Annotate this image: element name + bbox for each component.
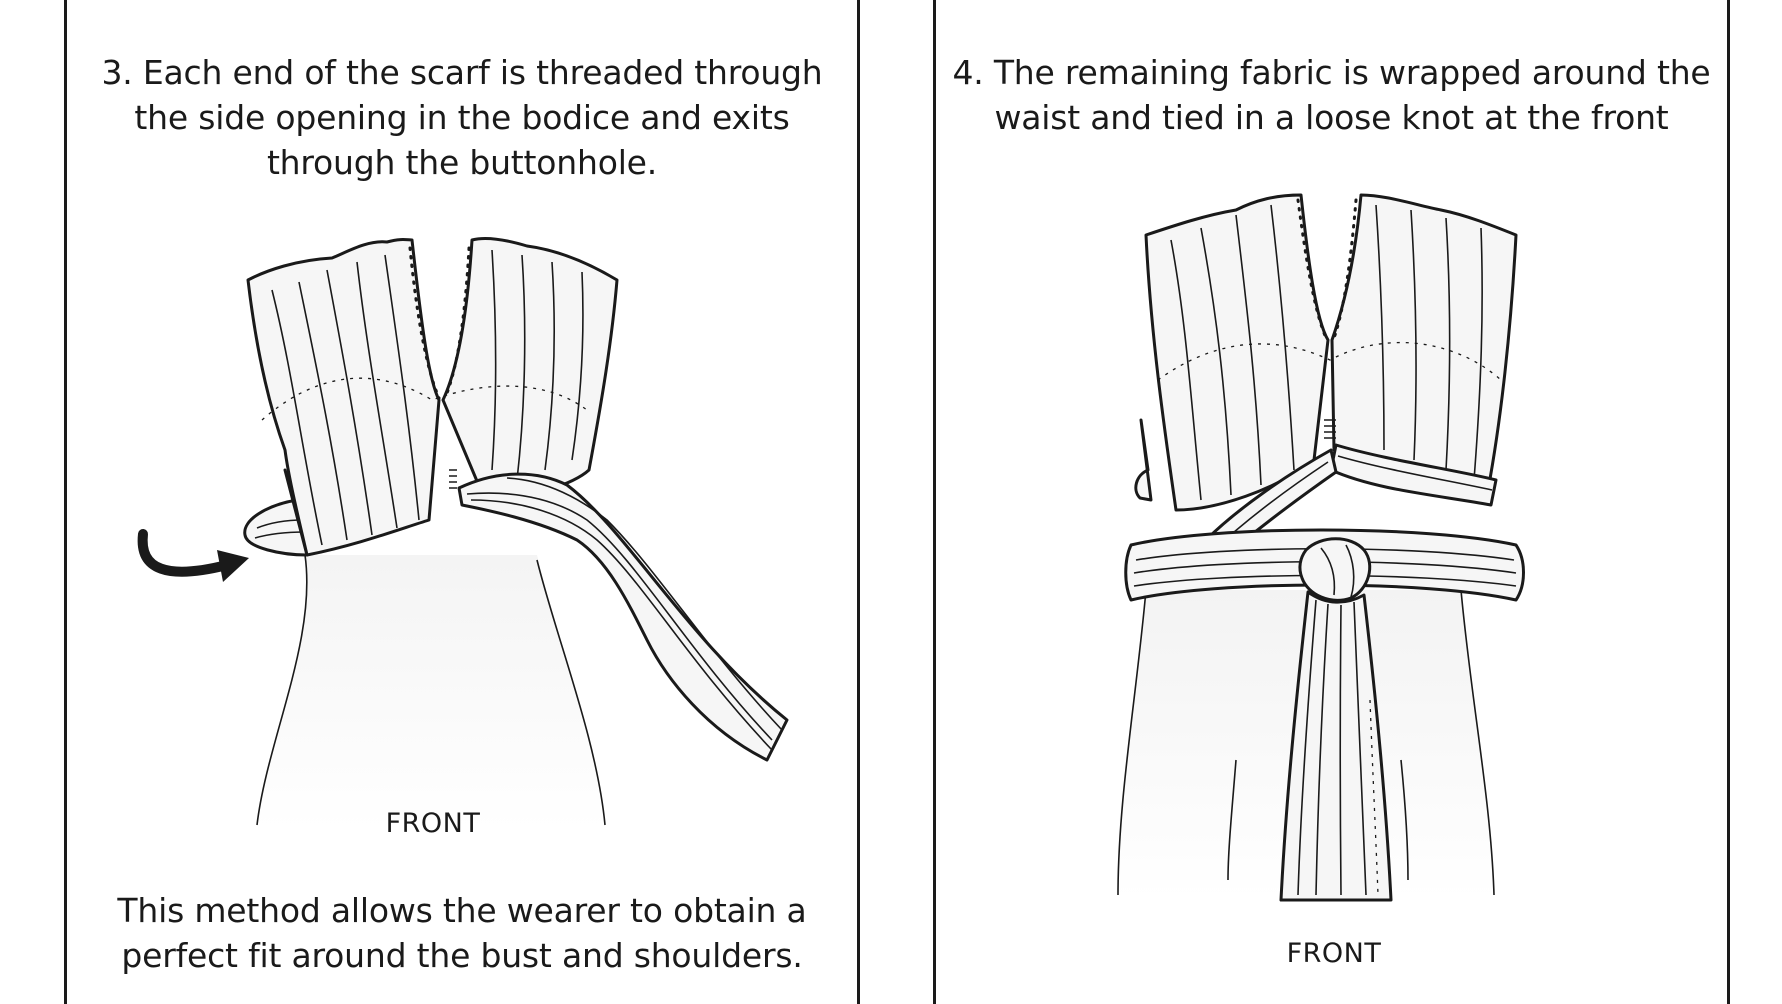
step-3-caption: 3. Each end of the scarf is threaded thr… <box>67 50 857 185</box>
step-3-note-line-2: perfect fit around the bust and shoulder… <box>121 936 803 975</box>
scarf-cross-band <box>1329 443 1498 507</box>
step-3-panel: 3. Each end of the scarf is threaded thr… <box>67 0 857 1004</box>
step-4-caption-line-2: waist and tied in a loose knot at the fr… <box>994 98 1669 137</box>
scarf-end <box>457 472 789 762</box>
step-4-caption-line-1: 4. The remaining fabric is wrapped aroun… <box>952 53 1711 92</box>
step-4-caption: 4. The remaining fabric is wrapped aroun… <box>936 50 1727 140</box>
center-divider-left <box>857 0 860 1004</box>
skirt <box>255 555 607 830</box>
right-border <box>1727 0 1730 1004</box>
threading-arrow <box>137 529 232 577</box>
step-3-dress-illustration <box>137 236 789 830</box>
front-knot <box>1298 537 1372 602</box>
left-border <box>64 0 67 1004</box>
step-4-front-label: FRONT <box>1286 938 1382 969</box>
step-3-caption-line-2: the side opening in the bodice and exits <box>134 98 790 137</box>
step-4-panel: 4. The remaining fabric is wrapped aroun… <box>936 0 1727 1004</box>
bodice-left <box>1144 193 1330 512</box>
bodice-right <box>441 236 619 507</box>
center-divider-right <box>933 0 936 1004</box>
step-3-caption-line-1: 3. Each end of the scarf is threaded thr… <box>101 53 823 92</box>
bodice-right <box>1330 193 1518 492</box>
step-3-note: This method allows the wearer to obtain … <box>67 888 857 978</box>
step-3-note-line-1: This method allows the wearer to obtain … <box>117 891 807 930</box>
step-3-caption-line-3: through the buttonhole. <box>266 143 658 182</box>
step-4-dress-illustration <box>1116 193 1525 902</box>
step-3-front-label: FRONT <box>385 808 481 839</box>
